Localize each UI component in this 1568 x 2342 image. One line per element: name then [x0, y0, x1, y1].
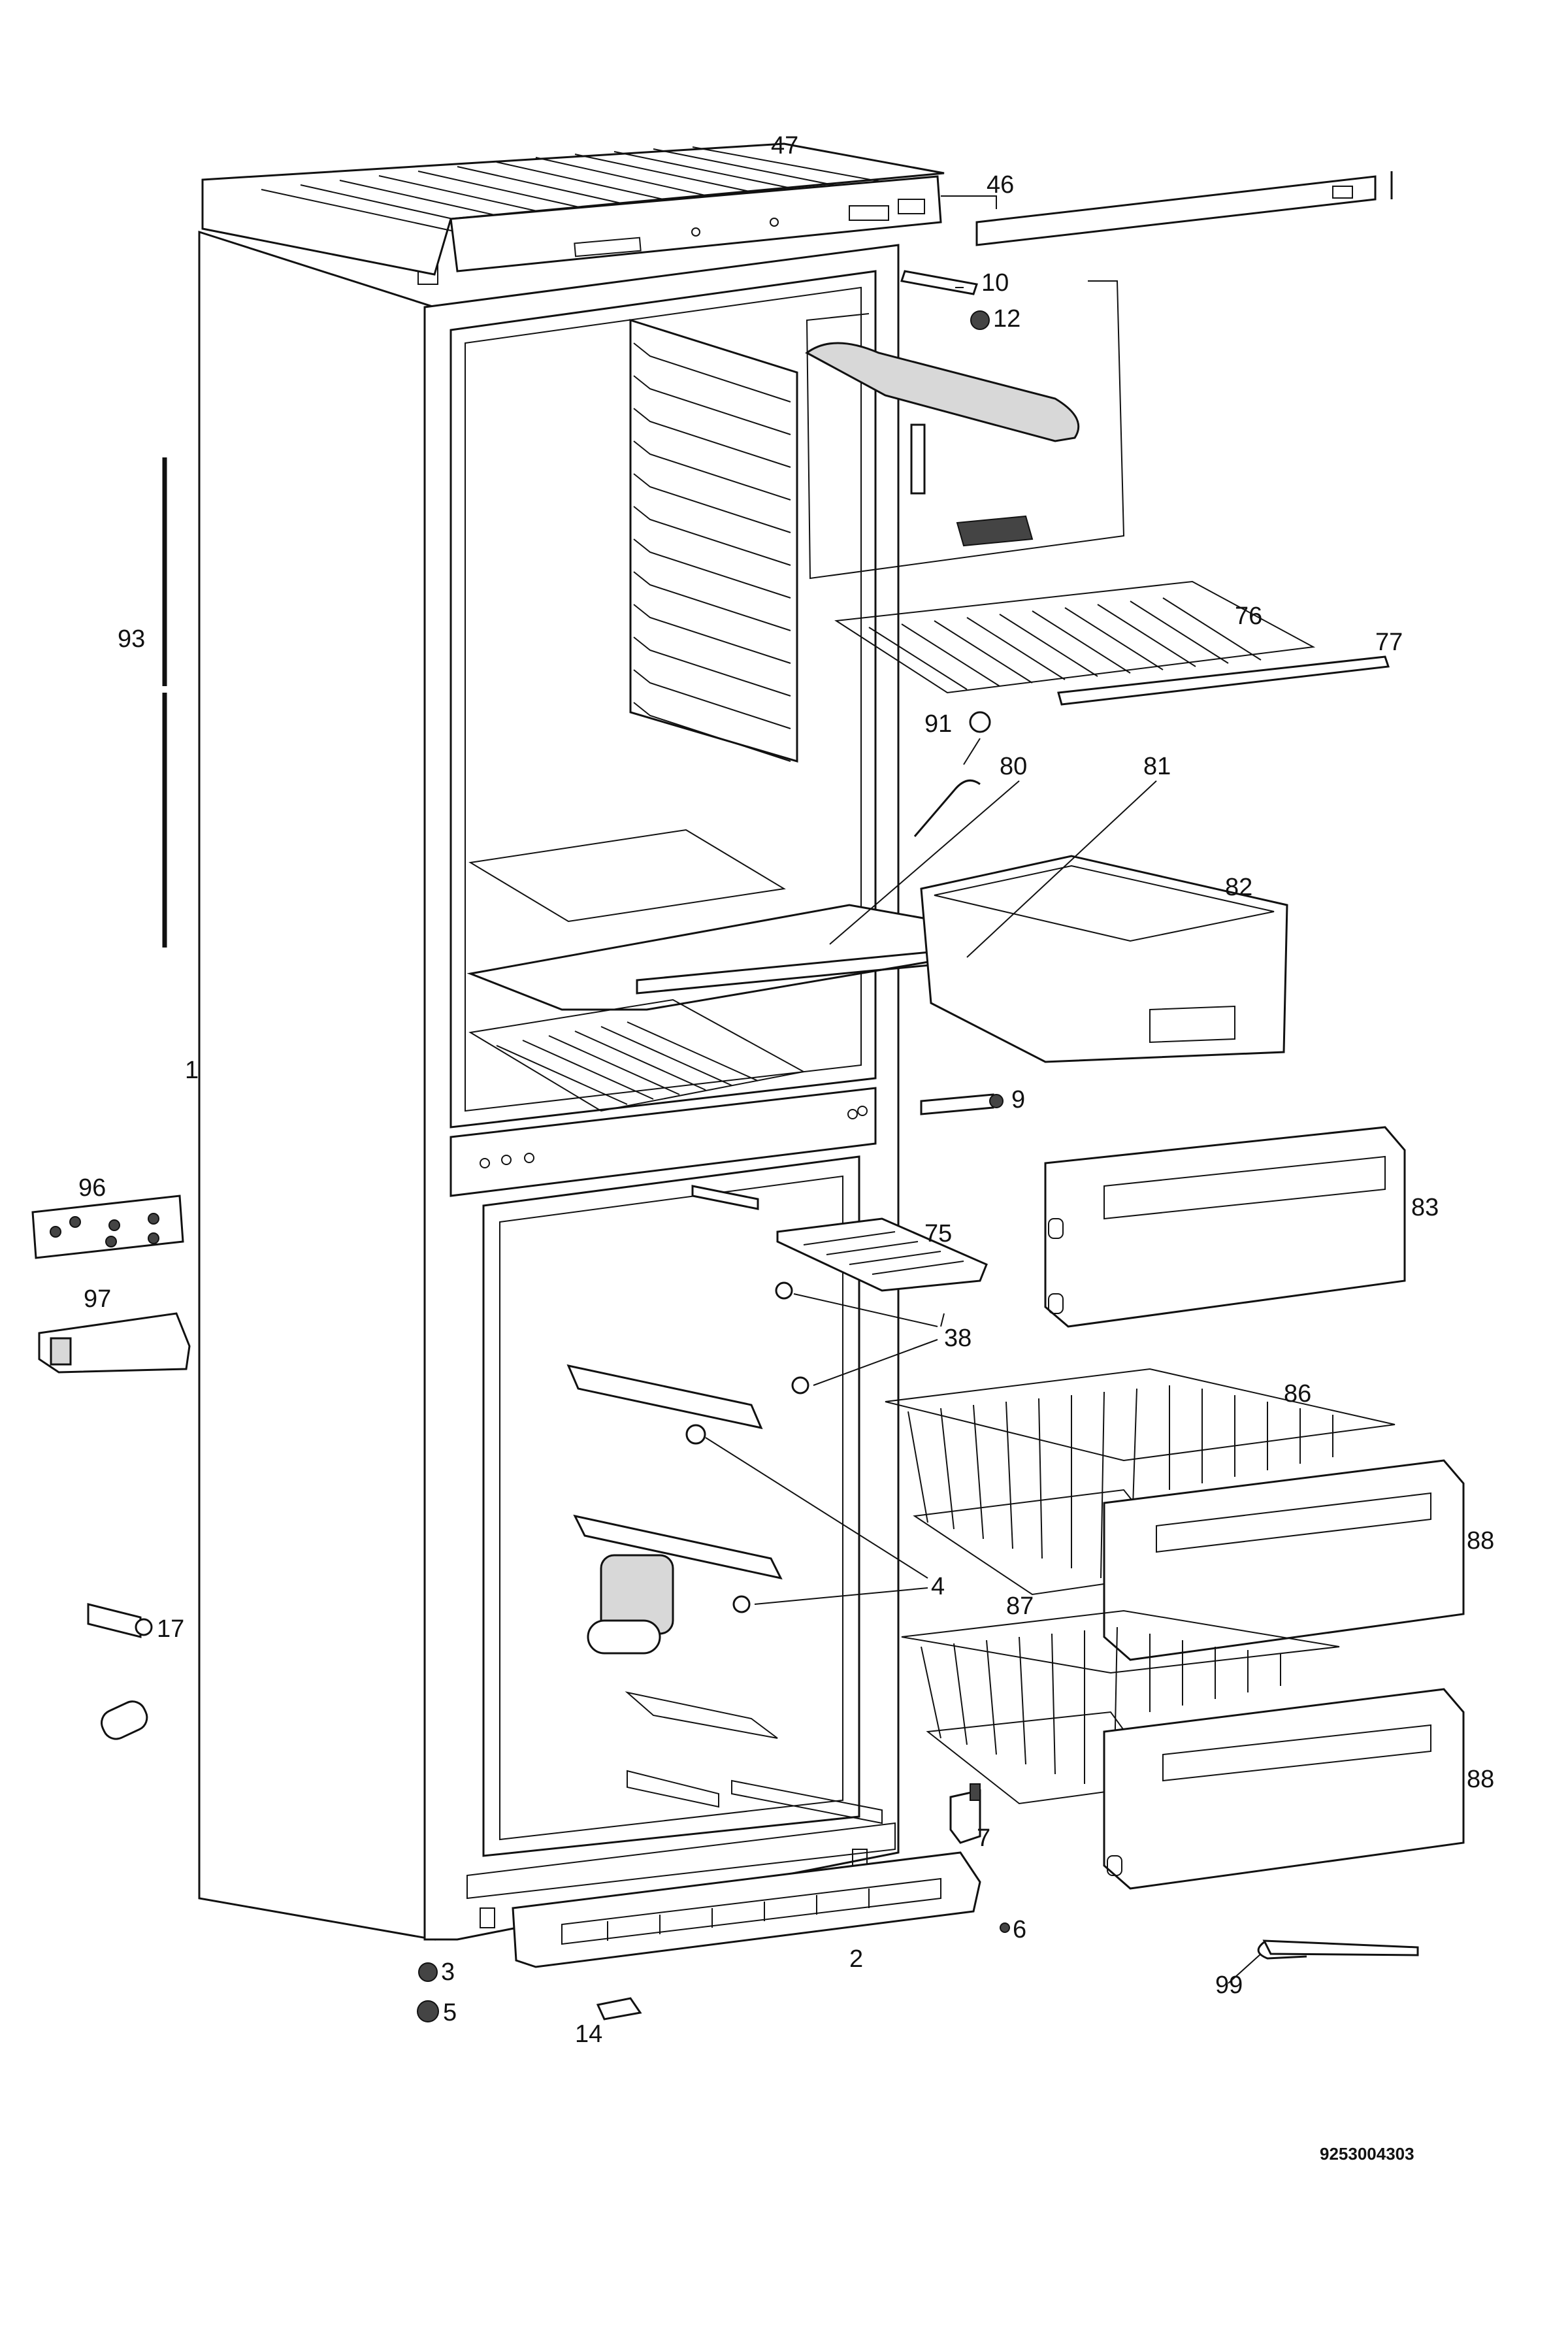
part-97 [38, 1312, 191, 1374]
label-6: 6 [1013, 1916, 1026, 1943]
part-96 [31, 1195, 184, 1259]
label-97: 97 [84, 1285, 111, 1313]
thermostat-assembly [805, 280, 1125, 580]
part-6 [1000, 1922, 1010, 1933]
part-14 [596, 1997, 642, 2020]
part-99 [1257, 1939, 1419, 1960]
label-80: 80 [1000, 753, 1027, 780]
label-14: 14 [575, 2020, 602, 2048]
shelf-trim-77 [1057, 655, 1390, 706]
leader-lines [829, 195, 1262, 1984]
part-91 [913, 711, 991, 837]
wire-shelf-76 [834, 580, 1316, 694]
label-10: 10 [981, 269, 1009, 297]
flap-83 [1044, 1126, 1406, 1328]
part-10 [900, 270, 978, 295]
label-76: 76 [1235, 602, 1262, 630]
label-77: 77 [1375, 629, 1403, 656]
part-17 [87, 1603, 153, 1638]
label-99: 99 [1215, 1971, 1243, 1999]
label-4: 4 [931, 1573, 945, 1600]
label-7: 7 [977, 1824, 990, 1852]
label-47: 47 [771, 132, 798, 159]
part-7 [949, 1783, 981, 1844]
label-46: 46 [987, 171, 1014, 199]
trim-strip [975, 171, 1393, 246]
drawer-front-88-upper [1103, 1459, 1465, 1661]
crisper-bin-82 [920, 855, 1288, 1063]
evaporator-ribs [629, 318, 798, 763]
label-88-upper: 88 [1467, 1527, 1494, 1555]
label-91: 91 [924, 710, 952, 738]
label-81: 81 [1143, 753, 1171, 780]
part-9 [920, 1093, 1004, 1115]
pins-4 [685, 1424, 928, 1613]
label-9: 9 [1011, 1086, 1025, 1113]
label-83: 83 [1411, 1194, 1439, 1221]
part-12 [970, 310, 990, 330]
label-75: 75 [924, 1220, 952, 1247]
pins-38 [775, 1281, 938, 1394]
label-87: 87 [1006, 1592, 1034, 1620]
label-2: 2 [849, 1945, 863, 1973]
wire-basket-87 [901, 1609, 1340, 1805]
part-5 [417, 2000, 439, 2022]
ice-tray-75 [776, 1217, 988, 1292]
label-38: 38 [944, 1325, 972, 1352]
drawer-front-88-lower [1103, 1688, 1465, 1890]
label-12: 12 [993, 305, 1021, 333]
kick-plate-2 [512, 1851, 981, 1968]
part-3 [418, 1962, 438, 1982]
label-17: 17 [157, 1615, 184, 1643]
part-cylinder [101, 1700, 148, 1740]
label-1: 1 [185, 1057, 199, 1084]
drawer-rails [566, 1185, 883, 1824]
label-96: 96 [78, 1174, 106, 1202]
crisper-base-grille [468, 998, 806, 1112]
label-82: 82 [1225, 874, 1252, 901]
label-86: 86 [1284, 1380, 1311, 1408]
callout-labels: 47 46 10 12 93 76 77 91 80 81 82 1 9 96 … [78, 132, 1494, 2164]
label-93: 93 [118, 625, 145, 653]
control-panel-46 [449, 175, 942, 272]
label-5: 5 [443, 1999, 457, 2026]
drawing-code: 9253004303 [1320, 2144, 1414, 2164]
label-88-lower: 88 [1467, 1766, 1494, 1793]
label-3: 3 [441, 1958, 455, 1986]
